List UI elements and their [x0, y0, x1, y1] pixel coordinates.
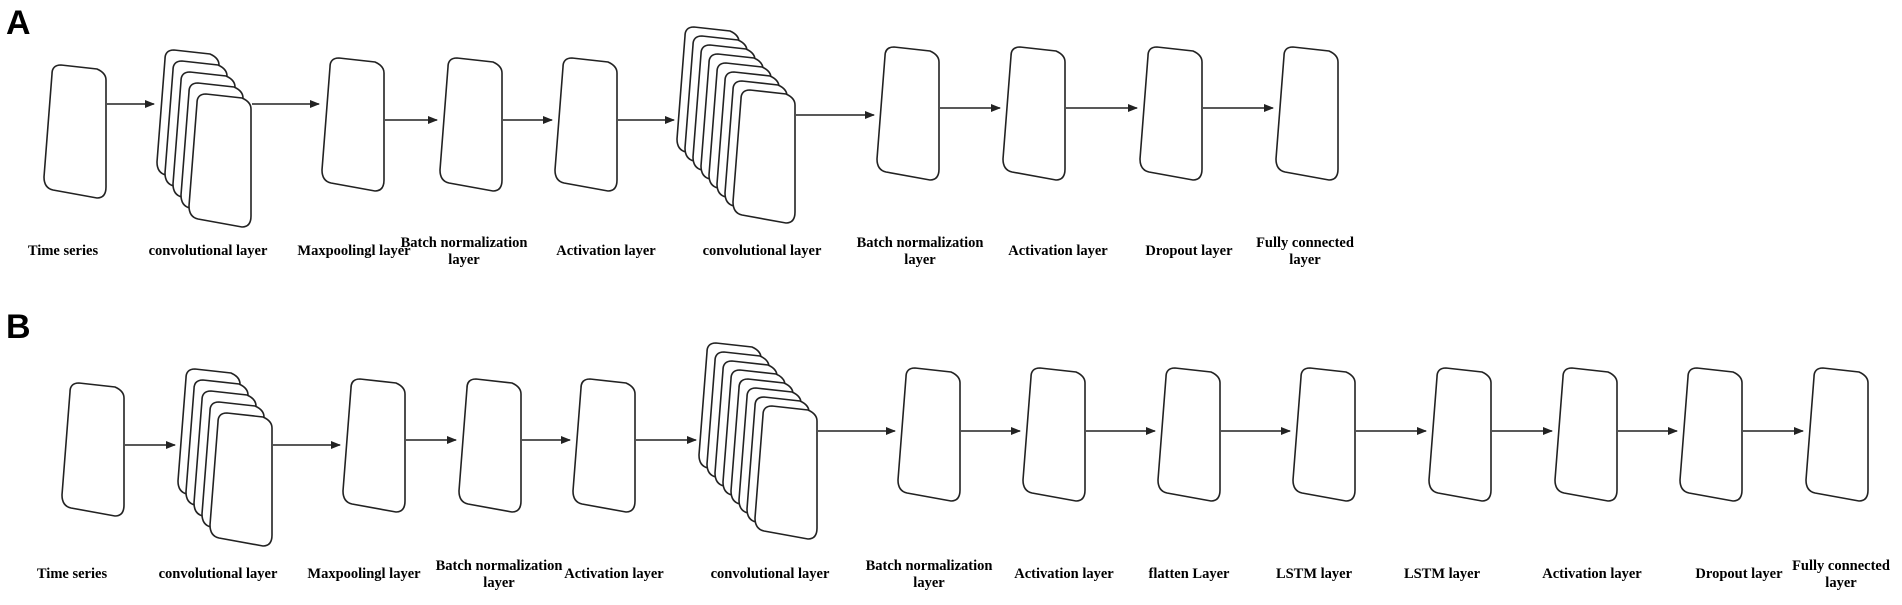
panel-b-stage-6-label-line-1: convolutional layer	[711, 566, 830, 582]
panel-a-stage-2-label-line-1: convolutional layer	[149, 243, 268, 259]
panel-b-stage-14-card-stack	[1805, 367, 1869, 502]
panel-b-stage-3-label-line-1: Maxpoolingl layer	[307, 566, 421, 582]
panel-a-stage-7-card-stack	[876, 46, 940, 181]
panel-b-stage-9-card-1	[1157, 367, 1221, 502]
panel-b-stage-8-card-1	[1022, 367, 1086, 502]
panel-a-stage-1-label-line-1: Time series	[28, 243, 99, 259]
panel-b-stage-3-card-stack	[342, 378, 406, 513]
panel-a-stage-7-card-1	[876, 46, 940, 181]
panel-a-stage-3-card-stack	[321, 57, 385, 192]
panel-a-stage-3-card-1	[321, 57, 385, 192]
panel-a-stage-8-label-line-1: Activation layer	[1008, 243, 1108, 259]
panel-b-stage-10-label-line-1: LSTM layer	[1276, 566, 1353, 582]
panel-a-stage-9-card-1	[1139, 46, 1203, 181]
panel-b-stage-7-card-stack	[897, 367, 961, 502]
panel-b-stage-8-card-stack	[1022, 367, 1086, 502]
panel-a-stage-6-label-line-1: convolutional layer	[703, 243, 822, 259]
panel-b-stage-1-card-stack	[61, 382, 125, 517]
panel-a-stage-10-card-1	[1275, 46, 1339, 181]
panel-b-stage-6-card-stack	[698, 342, 818, 540]
panel-b-stage-3-card-1	[342, 378, 406, 513]
panel-b-stage-6-card-8	[754, 405, 818, 540]
panel-a-letter: A	[6, 4, 31, 42]
panel-a-pipeline: Time series convolutional layer Maxpooling…	[28, 26, 1354, 268]
panel-b-stage-11-label-line-1: LSTM layer	[1404, 566, 1481, 582]
panel-b-stage-4-label-line-2: layer	[483, 575, 515, 591]
panel-b-stage-4-label-line-1: Batch normalization	[436, 558, 563, 574]
panel-b-stage-13-card-stack	[1679, 367, 1743, 502]
panel-b-stage-12-label-line-1: Activation layer	[1542, 566, 1642, 582]
panel-b-stage-12-card-1	[1554, 367, 1618, 502]
panel-b-stage-12-card-stack	[1554, 367, 1618, 502]
panel-b-stage-1-label-line-1: Time series	[37, 566, 108, 582]
panel-a-stage-9-card-stack	[1139, 46, 1203, 181]
panel-b-stage-2-label-line-1: convolutional layer	[159, 566, 278, 582]
panel-a-stage-5-card-stack	[554, 57, 618, 192]
panel-b-stage-1-card-1	[61, 382, 125, 517]
panel-a-stage-5-label-line-1: Activation layer	[556, 243, 656, 259]
panel-a-stage-7-label-line-1: Batch normalization	[857, 235, 984, 251]
panel-a-stage-10-label-line-2: layer	[1289, 252, 1321, 268]
panel-a-stage-2-card-5	[188, 93, 252, 228]
panel-b-stage-10-card-stack	[1292, 367, 1356, 502]
panel-a-stage-1-card-stack	[43, 64, 107, 199]
panel-a-stage-10-label-line-1: Fully connected	[1256, 235, 1354, 251]
panel-a-stage-9-label-line-1: Dropout layer	[1145, 243, 1233, 259]
panel-b-stage-4-card-1	[458, 378, 522, 513]
panel-b-stage-9-label-line-1: flatten Layer	[1149, 566, 1230, 582]
panel-b-stage-10-card-1	[1292, 367, 1356, 502]
panel-a-stage-7-label-line-2: layer	[904, 252, 936, 268]
panel-b-stage-2-card-5	[209, 412, 273, 547]
panel-a-stage-6-card-8	[732, 89, 796, 224]
panel-b-letter: B	[6, 308, 31, 346]
panel-a-stage-6-card-stack	[676, 26, 796, 224]
panel-a-stage-4-label-line-2: layer	[448, 252, 480, 268]
panel-b-pipeline: Time series convolutional layer Maxpooling…	[37, 342, 1890, 591]
panel-b-stage-7-label-line-1: Batch normalization	[866, 558, 993, 574]
panel-a-stage-4-label-line-1: Batch normalization	[401, 235, 528, 251]
panel-b-stage-14-card-1	[1805, 367, 1869, 502]
panel-b-stage-13-label-line-1: Dropout layer	[1695, 566, 1783, 582]
panel-a-stage-3-label-line-1: Maxpoolingl layer	[297, 243, 411, 259]
panel-b-stage-14-label-line-1: Fully connected	[1792, 558, 1890, 574]
panel-b-stage-11-card-1	[1428, 367, 1492, 502]
panel-b-stage-7-label-line-2: layer	[913, 575, 945, 591]
panel-b-stage-14-label-line-2: layer	[1825, 575, 1857, 591]
panel-b-stage-9-card-stack	[1157, 367, 1221, 502]
panel-a-stage-8-card-1	[1002, 46, 1066, 181]
panel-b-stage-5-card-stack	[572, 378, 636, 513]
panel-a-stage-5-card-1	[554, 57, 618, 192]
panel-a-stage-8-card-stack	[1002, 46, 1066, 181]
panel-a-stage-4-card-stack	[439, 57, 503, 192]
panel-b-stage-4-card-stack	[458, 378, 522, 513]
panel-a-stage-2-card-stack	[156, 49, 252, 228]
panel-b-stage-2-card-stack	[177, 368, 273, 547]
panel-b-stage-13-card-1	[1679, 367, 1743, 502]
panel-b-stage-5-card-1	[572, 378, 636, 513]
panel-a-stage-4-card-1	[439, 57, 503, 192]
panel-a-stage-1-card-1	[43, 64, 107, 199]
panel-b-stage-7-card-1	[897, 367, 961, 502]
panel-b-stage-5-label-line-1: Activation layer	[564, 566, 664, 582]
panel-b-stage-8-label-line-1: Activation layer	[1014, 566, 1114, 582]
panel-a-stage-10-card-stack	[1275, 46, 1339, 181]
panel-b-stage-11-card-stack	[1428, 367, 1492, 502]
